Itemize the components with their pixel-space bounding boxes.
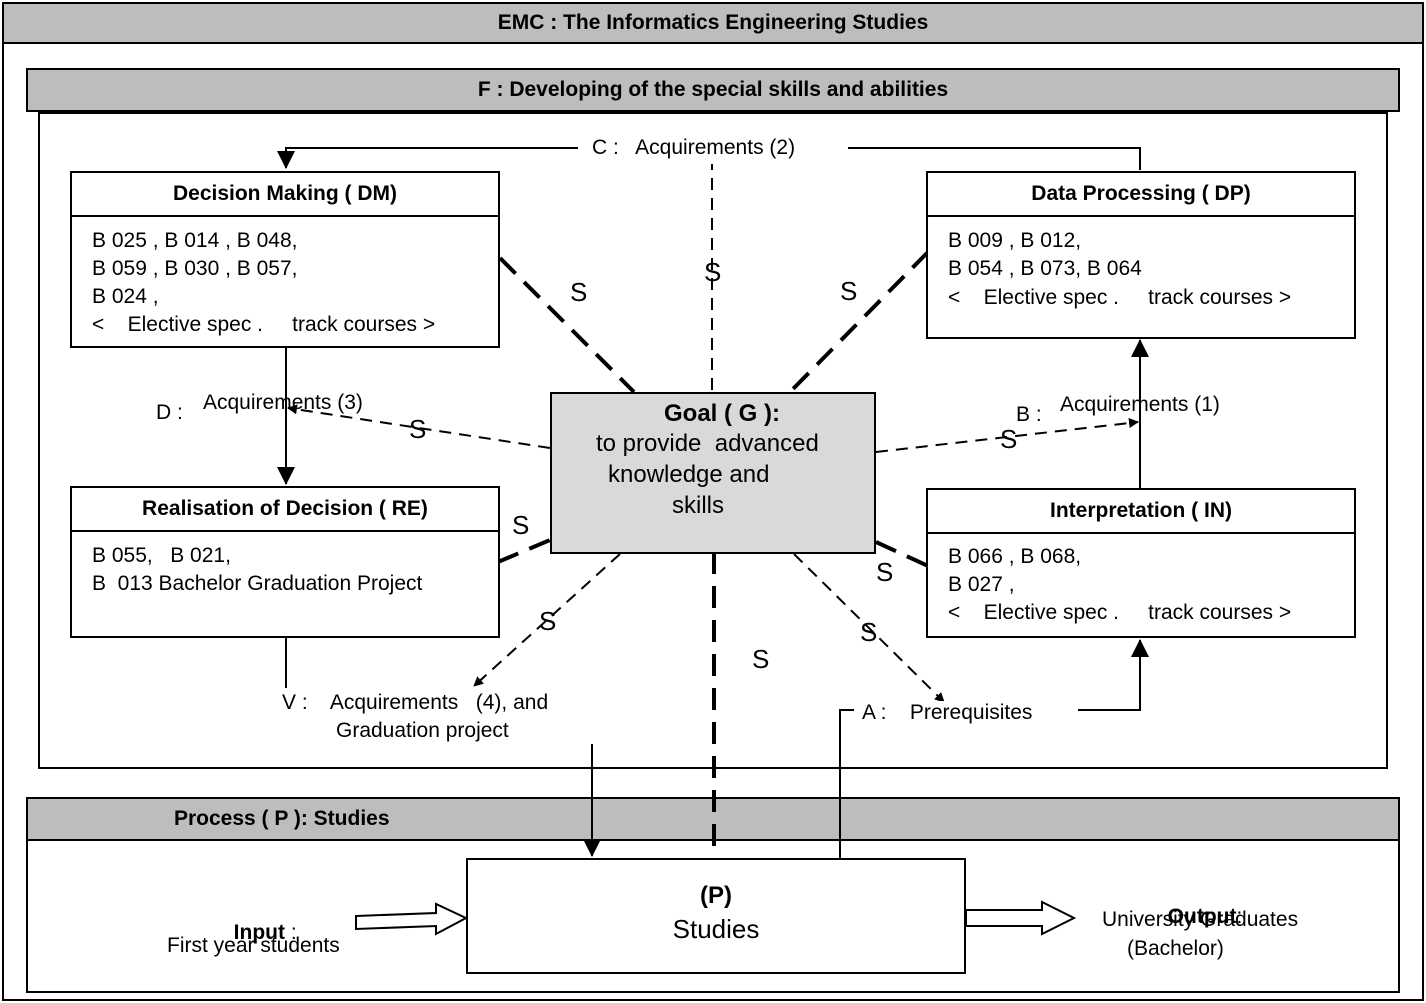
goal-line: knowledge and: [608, 461, 770, 488]
goal-dp-link: [788, 250, 930, 394]
output-line-2: (Bachelor): [1127, 937, 1224, 960]
goal-box: Goal ( G ): to provide advanced knowledg…: [550, 392, 876, 554]
output-colon: :: [1236, 905, 1243, 928]
data-processing-line: B 054 , B 073, B 064: [948, 257, 1142, 280]
goal-in-link: [875, 540, 929, 568]
output-line-1: University Graduates: [1102, 908, 1299, 931]
s-label: S: [704, 257, 722, 287]
input-heading: Input :: [222, 897, 297, 945]
s-label: S: [570, 277, 588, 307]
realisation-box: Realisation of Decision ( RE) B 055, B 0…: [70, 486, 500, 638]
output-heading: Output:: [1156, 881, 1243, 929]
label-b-acquirements: Acquirements (1): [1060, 393, 1220, 416]
label-v-graduation: Graduation project: [336, 719, 509, 743]
s-label: S: [539, 606, 557, 636]
goal-dm-link: [498, 256, 636, 394]
s-label: S: [840, 276, 858, 306]
goal-a-link: [793, 553, 945, 703]
goal-b-link: [875, 418, 1139, 453]
emc-title-bar: EMC : The Informatics Engineering Studie…: [2, 2, 1424, 44]
realisation-line: B 055, B 021,: [92, 544, 231, 567]
data-processing-line: B 009 , B 012,: [948, 229, 1082, 252]
goal-line: to provide advanced: [596, 430, 819, 457]
process-title: Process ( P ): Studies: [174, 807, 390, 830]
decision-making-line: B 025 , B 014 , B 048,: [92, 229, 298, 252]
goal-title: Goal ( G ):: [664, 400, 780, 427]
goal-d-link: [287, 404, 551, 449]
c-connector-arrow: [277, 147, 578, 169]
s-label: S: [409, 414, 427, 444]
interpretation-line: B 027 ,: [948, 573, 1015, 596]
f-title-bar: F : Developing of the special skills and…: [26, 68, 1400, 112]
studies-box: (P) Studies: [466, 858, 966, 974]
studies-p-title: (P): [700, 882, 732, 909]
s-label: S: [860, 617, 878, 647]
decision-making-line: B 059 , B 030 , B 057,: [92, 257, 298, 280]
s-label: S: [1000, 424, 1018, 454]
realisation-title: Realisation of Decision ( RE): [72, 488, 498, 532]
goal-re-link: [497, 538, 551, 564]
decision-making-title: Decision Making ( DM): [72, 173, 498, 217]
f-title: F : Developing of the special skills and…: [477, 78, 949, 101]
a-in-connector: [1078, 639, 1149, 711]
label-c-acquirements: C : Acquirements (2): [588, 136, 800, 160]
label-v-acquirements: V : Acquirements (4), and: [282, 691, 549, 715]
emc-title: EMC : The Informatics Engineering Studie…: [497, 11, 929, 34]
s-label: S: [752, 644, 770, 674]
c-connector: [848, 147, 1141, 170]
label-a-prerequisites: A : Prerequisites: [862, 701, 1033, 725]
decision-making-line: B 024 ,: [92, 285, 159, 308]
input-arrow: [355, 902, 469, 936]
decision-making-line: < Elective spec . track courses >: [92, 313, 436, 336]
realisation-line: B 013 Bachelor Graduation Project: [92, 572, 423, 595]
s-label: S: [512, 510, 530, 540]
label-d-acquirements: Acquirements (3): [203, 391, 363, 414]
interpretation-line: < Elective spec . track courses >: [948, 601, 1292, 624]
p-a-connector: [839, 709, 854, 858]
interpretation-line: B 066 , B 068,: [948, 545, 1082, 568]
interpretation-title: Interpretation ( IN): [928, 490, 1354, 534]
label-d-prefix: D :: [156, 401, 183, 424]
input-colon: :: [284, 921, 297, 944]
goal-line: skills: [672, 492, 724, 519]
data-processing-line: < Elective spec . track courses >: [948, 286, 1292, 309]
label-b-prefix: B :: [1016, 403, 1042, 426]
input-title: Input: [233, 921, 285, 944]
output-arrow: [965, 900, 1077, 936]
goal-v-link: [473, 553, 621, 687]
s-label: S: [876, 557, 894, 587]
input-text: First year students: [167, 934, 340, 957]
data-processing-title: Data Processing ( DP): [928, 173, 1354, 217]
interpretation-box: Interpretation ( IN) B 066 , B 068, B 02…: [926, 488, 1356, 638]
output-title: Output: [1167, 905, 1237, 928]
data-processing-box: Data Processing ( DP) B 009 , B 012, B 0…: [926, 171, 1356, 339]
decision-making-box: Decision Making ( DM) B 025 , B 014 , B …: [70, 171, 500, 348]
studies-label: Studies: [672, 914, 760, 944]
